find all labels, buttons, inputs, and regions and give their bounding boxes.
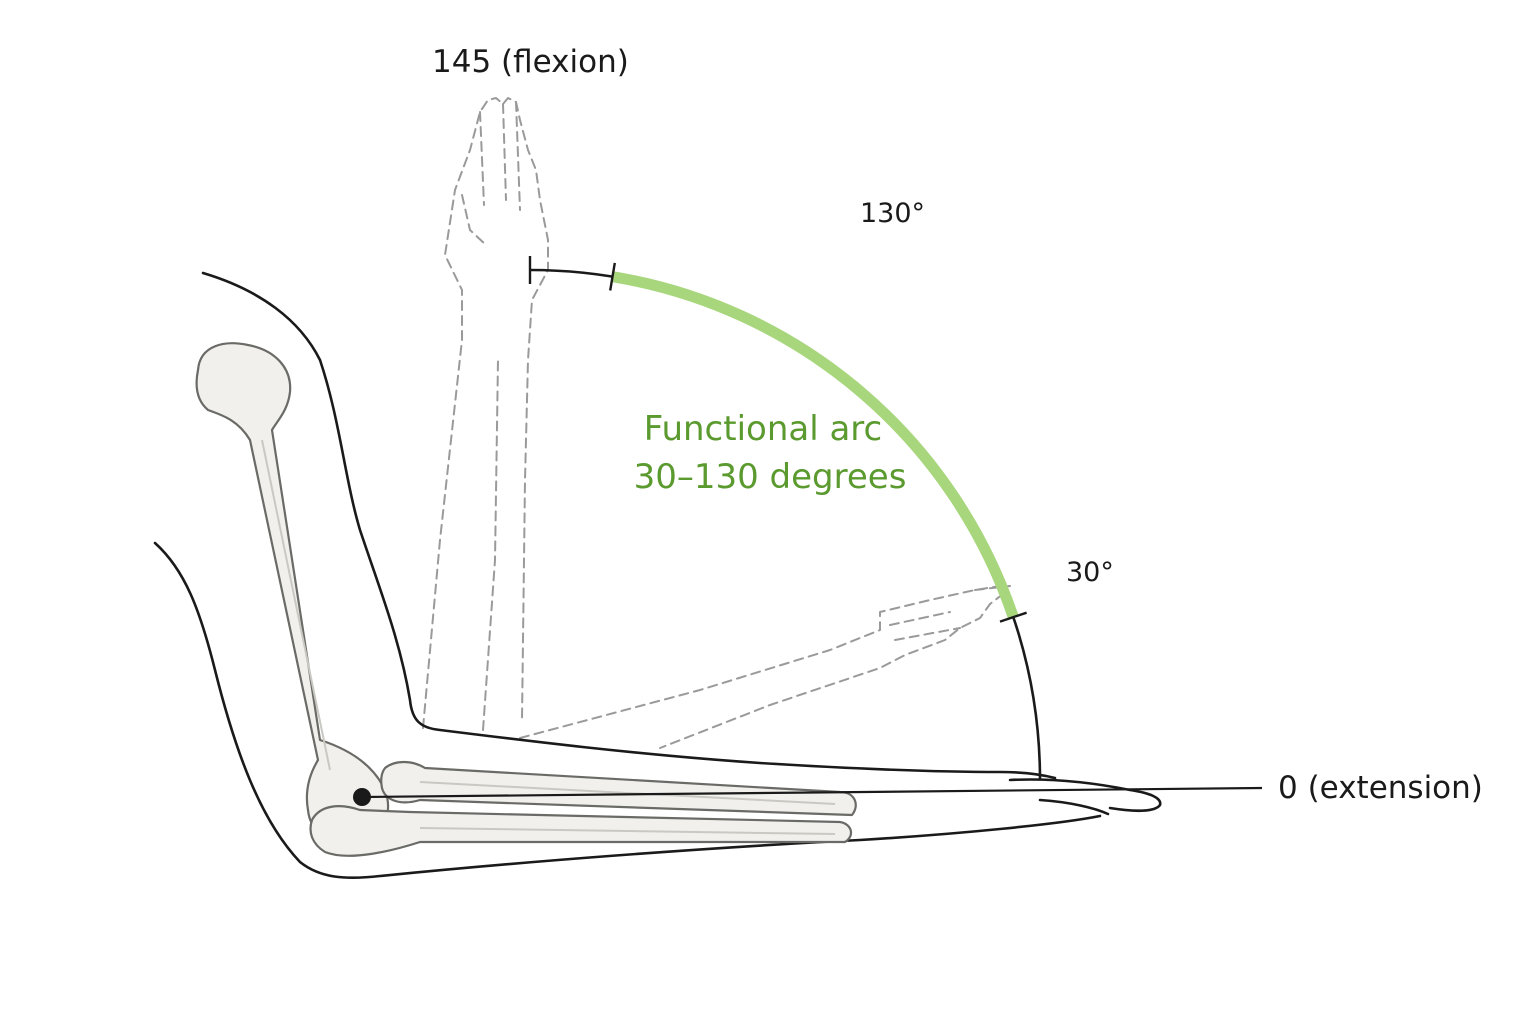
tick-30 <box>999 611 1027 623</box>
functional-arc-30-130 <box>611 271 1019 619</box>
range-of-motion-arc <box>529 268 1042 781</box>
ghost-arm-30 <box>519 585 1011 749</box>
tick-130 <box>609 262 616 291</box>
functional-arc-caption-line1: Functional arc <box>644 409 882 449</box>
arm-bones <box>195 342 857 857</box>
ulna <box>380 760 857 817</box>
arm-outline <box>153 271 1162 880</box>
label-extension: 0 (extension) <box>1278 770 1483 806</box>
ghost-arm-flexion <box>422 97 549 731</box>
label-30: 30° <box>1066 557 1114 588</box>
extension-line <box>361 786 1263 799</box>
functional-arc-caption-line2: 30–130 degrees <box>634 457 907 497</box>
label-flexion: 145 (flexion) <box>432 44 629 80</box>
humerus <box>195 342 390 845</box>
label-130: 130° <box>860 198 925 229</box>
elbow-pivot <box>353 788 371 806</box>
